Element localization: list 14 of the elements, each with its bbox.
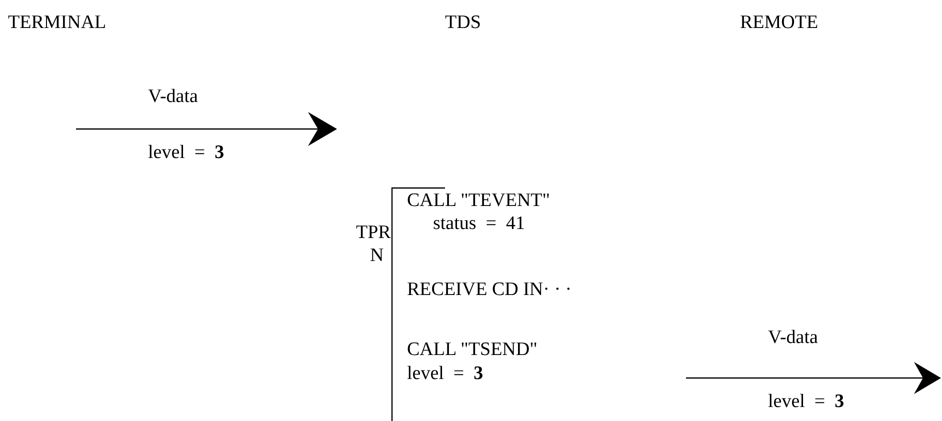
statement-text: RECEIVE CD IN· · · xyxy=(407,279,572,301)
process-label: N xyxy=(370,245,384,267)
statement-text: CALL "TEVENT" xyxy=(407,190,550,212)
message-label: V-data xyxy=(148,86,198,108)
parameter-text: level = 3 xyxy=(407,363,484,385)
statement-text: CALL "TSEND" xyxy=(407,339,538,361)
column-header: REMOTE xyxy=(740,12,818,34)
message-label: V-data xyxy=(768,327,818,349)
parameter-text: level = 3 xyxy=(148,142,224,164)
column-header: TDS xyxy=(445,12,481,34)
parameter-text: level = 3 xyxy=(768,391,844,413)
column-header: TERMINAL xyxy=(8,12,106,34)
process-label: TPR xyxy=(356,222,391,244)
parameter-text: status = 41 xyxy=(433,213,525,235)
